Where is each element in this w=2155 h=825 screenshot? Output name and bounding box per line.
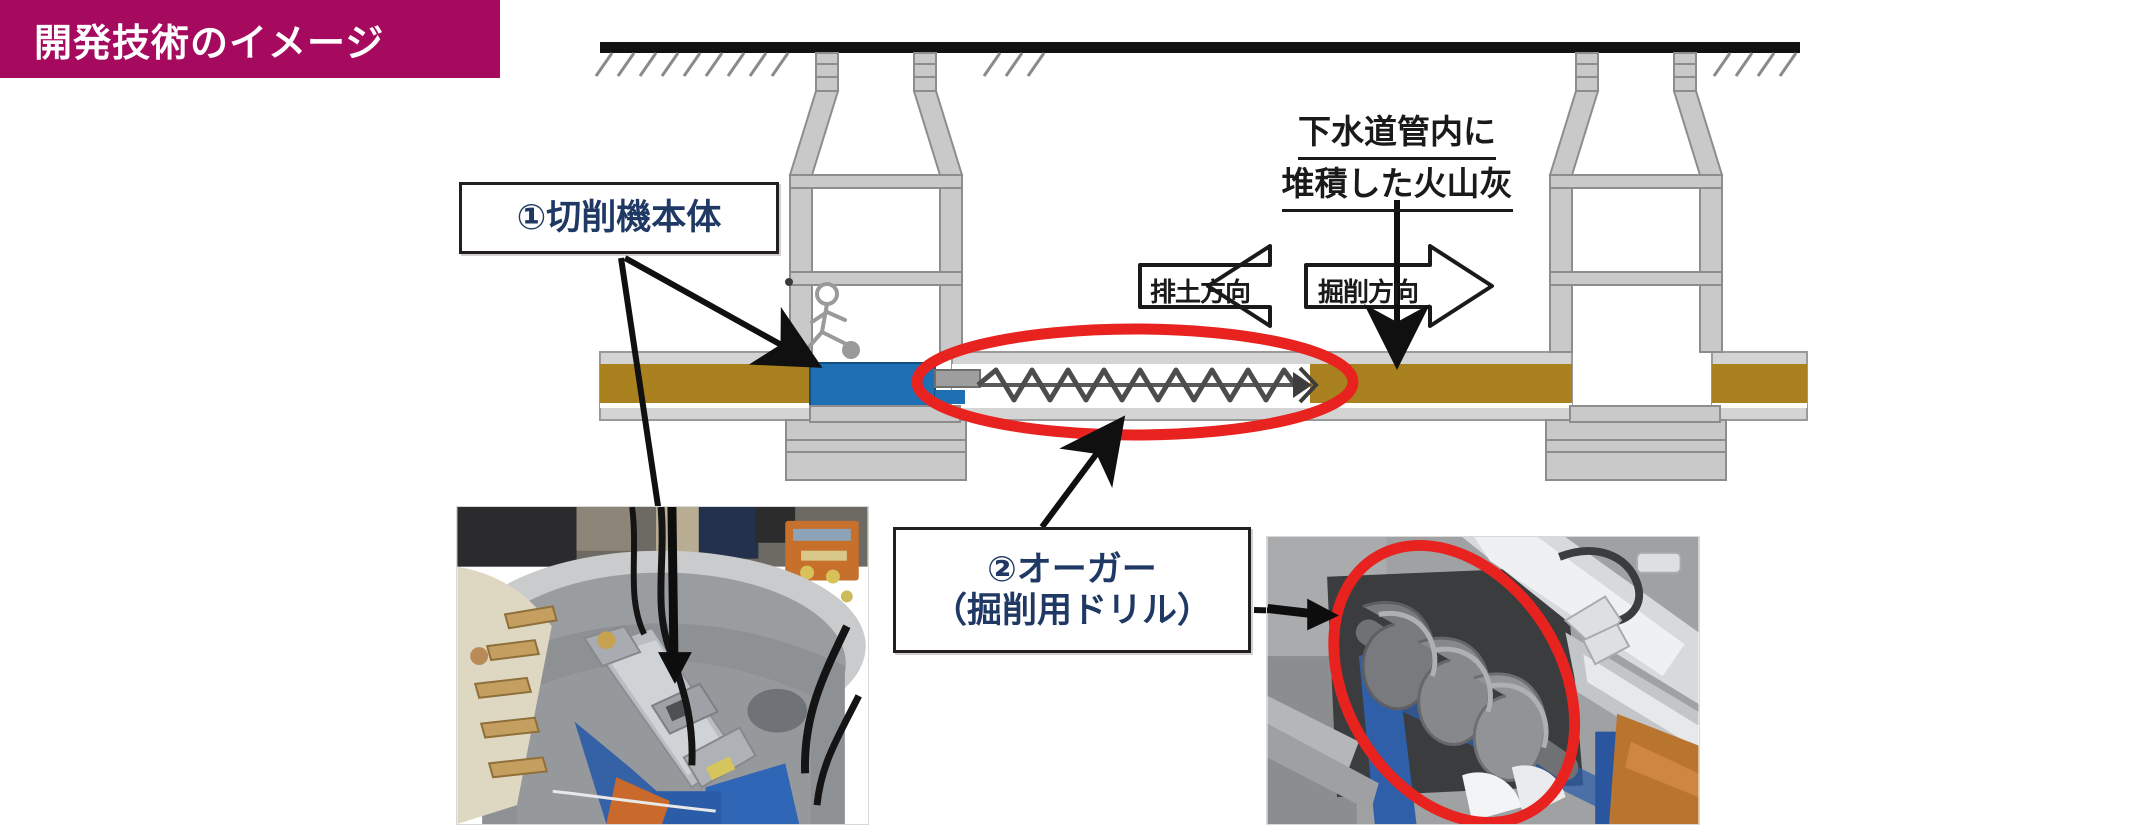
auger-photo-highlight-ellipse: [1328, 539, 1581, 824]
leader-callout1-to-machine: [623, 255, 823, 368]
manhole-right: [1545, 52, 1727, 481]
volcanic-ash-deposit: [600, 364, 1807, 403]
manhole-left: [785, 52, 967, 481]
direction-arrow-discharge: [1138, 244, 1272, 328]
leader-callout2-to-auger: [1039, 415, 1126, 529]
photo-left-arrow-overlay: [658, 507, 692, 684]
direction-label-discharge: 排土方向: [1150, 277, 1251, 307]
photo-manhole-interior: [456, 506, 869, 825]
auger-flights: [1355, 600, 1579, 822]
callout-2-label-line1: ②オーガー: [987, 549, 1157, 589]
callout-auger[interactable]: ②オーガー （掘削用ドリル）: [893, 527, 1251, 653]
callout-2-label-line2: （掘削用ドリル）: [931, 591, 1212, 630]
callout-cutting-machine[interactable]: ①切削機本体: [459, 182, 779, 254]
ash-annotation-line1: 下水道管内に: [1298, 108, 1496, 160]
direction-label-excavate: 掘削方向: [1318, 277, 1419, 307]
photo-right-arrow-overlay: [1267, 598, 1340, 631]
auger-drill: [976, 366, 1319, 404]
callout-1-label: ①切削機本体: [516, 198, 722, 238]
auger-highlight-ellipse: [911, 323, 1359, 441]
cutting-machine-body: [809, 362, 981, 407]
title-banner: 開発技術のイメージ: [0, 0, 500, 78]
ground-surface: [594, 42, 1800, 77]
ash-annotation: 下水道管内に 堆積した火山灰: [1232, 108, 1562, 212]
photo-auger-closeup: [1266, 536, 1700, 825]
ash-annotation-line2: 堆積した火山灰: [1281, 160, 1513, 212]
worker-figure: [806, 282, 860, 359]
page-title: 開発技術のイメージ: [34, 22, 385, 65]
